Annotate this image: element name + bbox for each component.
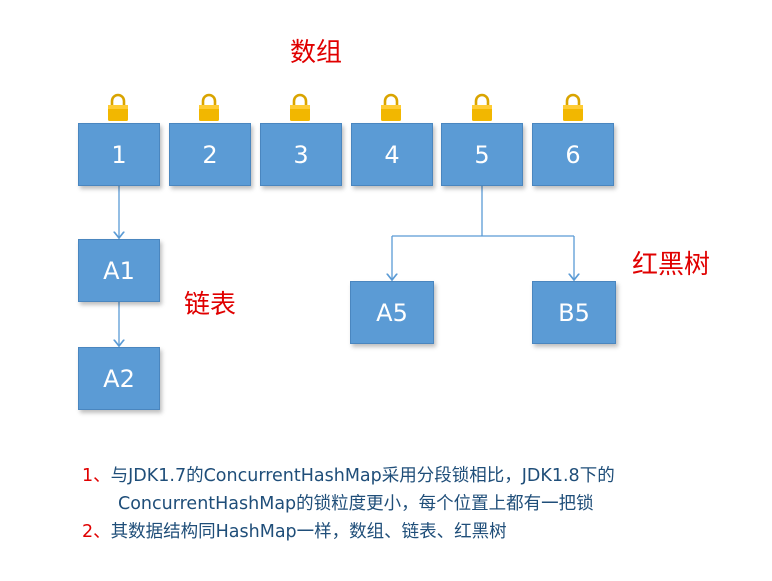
list-node: A2 xyxy=(78,347,160,410)
tree-node: A5 xyxy=(350,281,434,344)
notes: 1、与JDK1.7的ConcurrentHashMap采用分段锁相比，JDK1.… xyxy=(82,462,615,546)
array-cell: 1 xyxy=(78,123,160,186)
note-number: 2、 xyxy=(82,522,111,542)
note-1-continued: ConcurrentHashMap的锁粒度更小，每个位置上都有一把锁 xyxy=(82,490,615,518)
array-cell: 3 xyxy=(260,123,342,186)
note-text: ConcurrentHashMap的锁粒度更小，每个位置上都有一把锁 xyxy=(118,494,594,514)
tree-node: B5 xyxy=(532,281,616,344)
array-cell: 5 xyxy=(441,123,523,186)
padlock-icon xyxy=(472,93,492,121)
array-cell: 4 xyxy=(351,123,433,186)
note-1: 1、与JDK1.7的ConcurrentHashMap采用分段锁相比，JDK1.… xyxy=(82,462,615,490)
note-2: 2、其数据结构同HashMap一样，数组、链表、红黑树 xyxy=(82,518,615,546)
array-title: 数组 xyxy=(290,38,343,68)
array-cell: 2 xyxy=(169,123,251,186)
array-cell: 6 xyxy=(532,123,614,186)
padlock-icon xyxy=(381,93,401,121)
linked-list-label: 链表 xyxy=(184,290,237,320)
padlock-icon xyxy=(563,93,583,121)
padlock-icon xyxy=(108,93,128,121)
note-text: 其数据结构同HashMap一样，数组、链表、红黑树 xyxy=(110,522,507,542)
note-number: 1、 xyxy=(82,466,111,486)
padlock-icon xyxy=(199,93,219,121)
red-black-tree-label: 红黑树 xyxy=(632,250,711,280)
note-text: 与JDK1.7的ConcurrentHashMap采用分段锁相比，JDK1.8下… xyxy=(110,466,615,486)
padlock-icon xyxy=(290,93,310,121)
list-node: A1 xyxy=(78,239,160,302)
